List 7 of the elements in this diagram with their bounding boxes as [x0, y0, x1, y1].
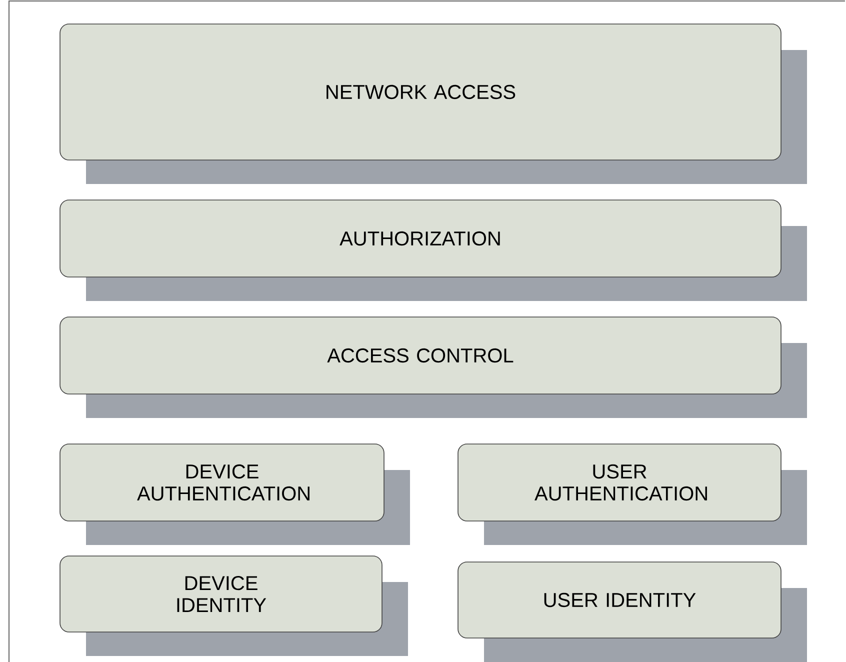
layer-box: ACCESS CONTROL	[60, 316, 807, 418]
layer-box: USER AUTHENTICATION	[458, 444, 807, 545]
layer-box: AUTHORIZATION	[60, 200, 807, 301]
layer-box: DEVICE AUTHENTICATION	[60, 444, 410, 545]
layer-box: NETWORK ACCESS	[60, 24, 807, 184]
layer-box: USER IDENTITY	[458, 562, 807, 662]
layer-box: DEVICE IDENTITY	[60, 556, 408, 656]
